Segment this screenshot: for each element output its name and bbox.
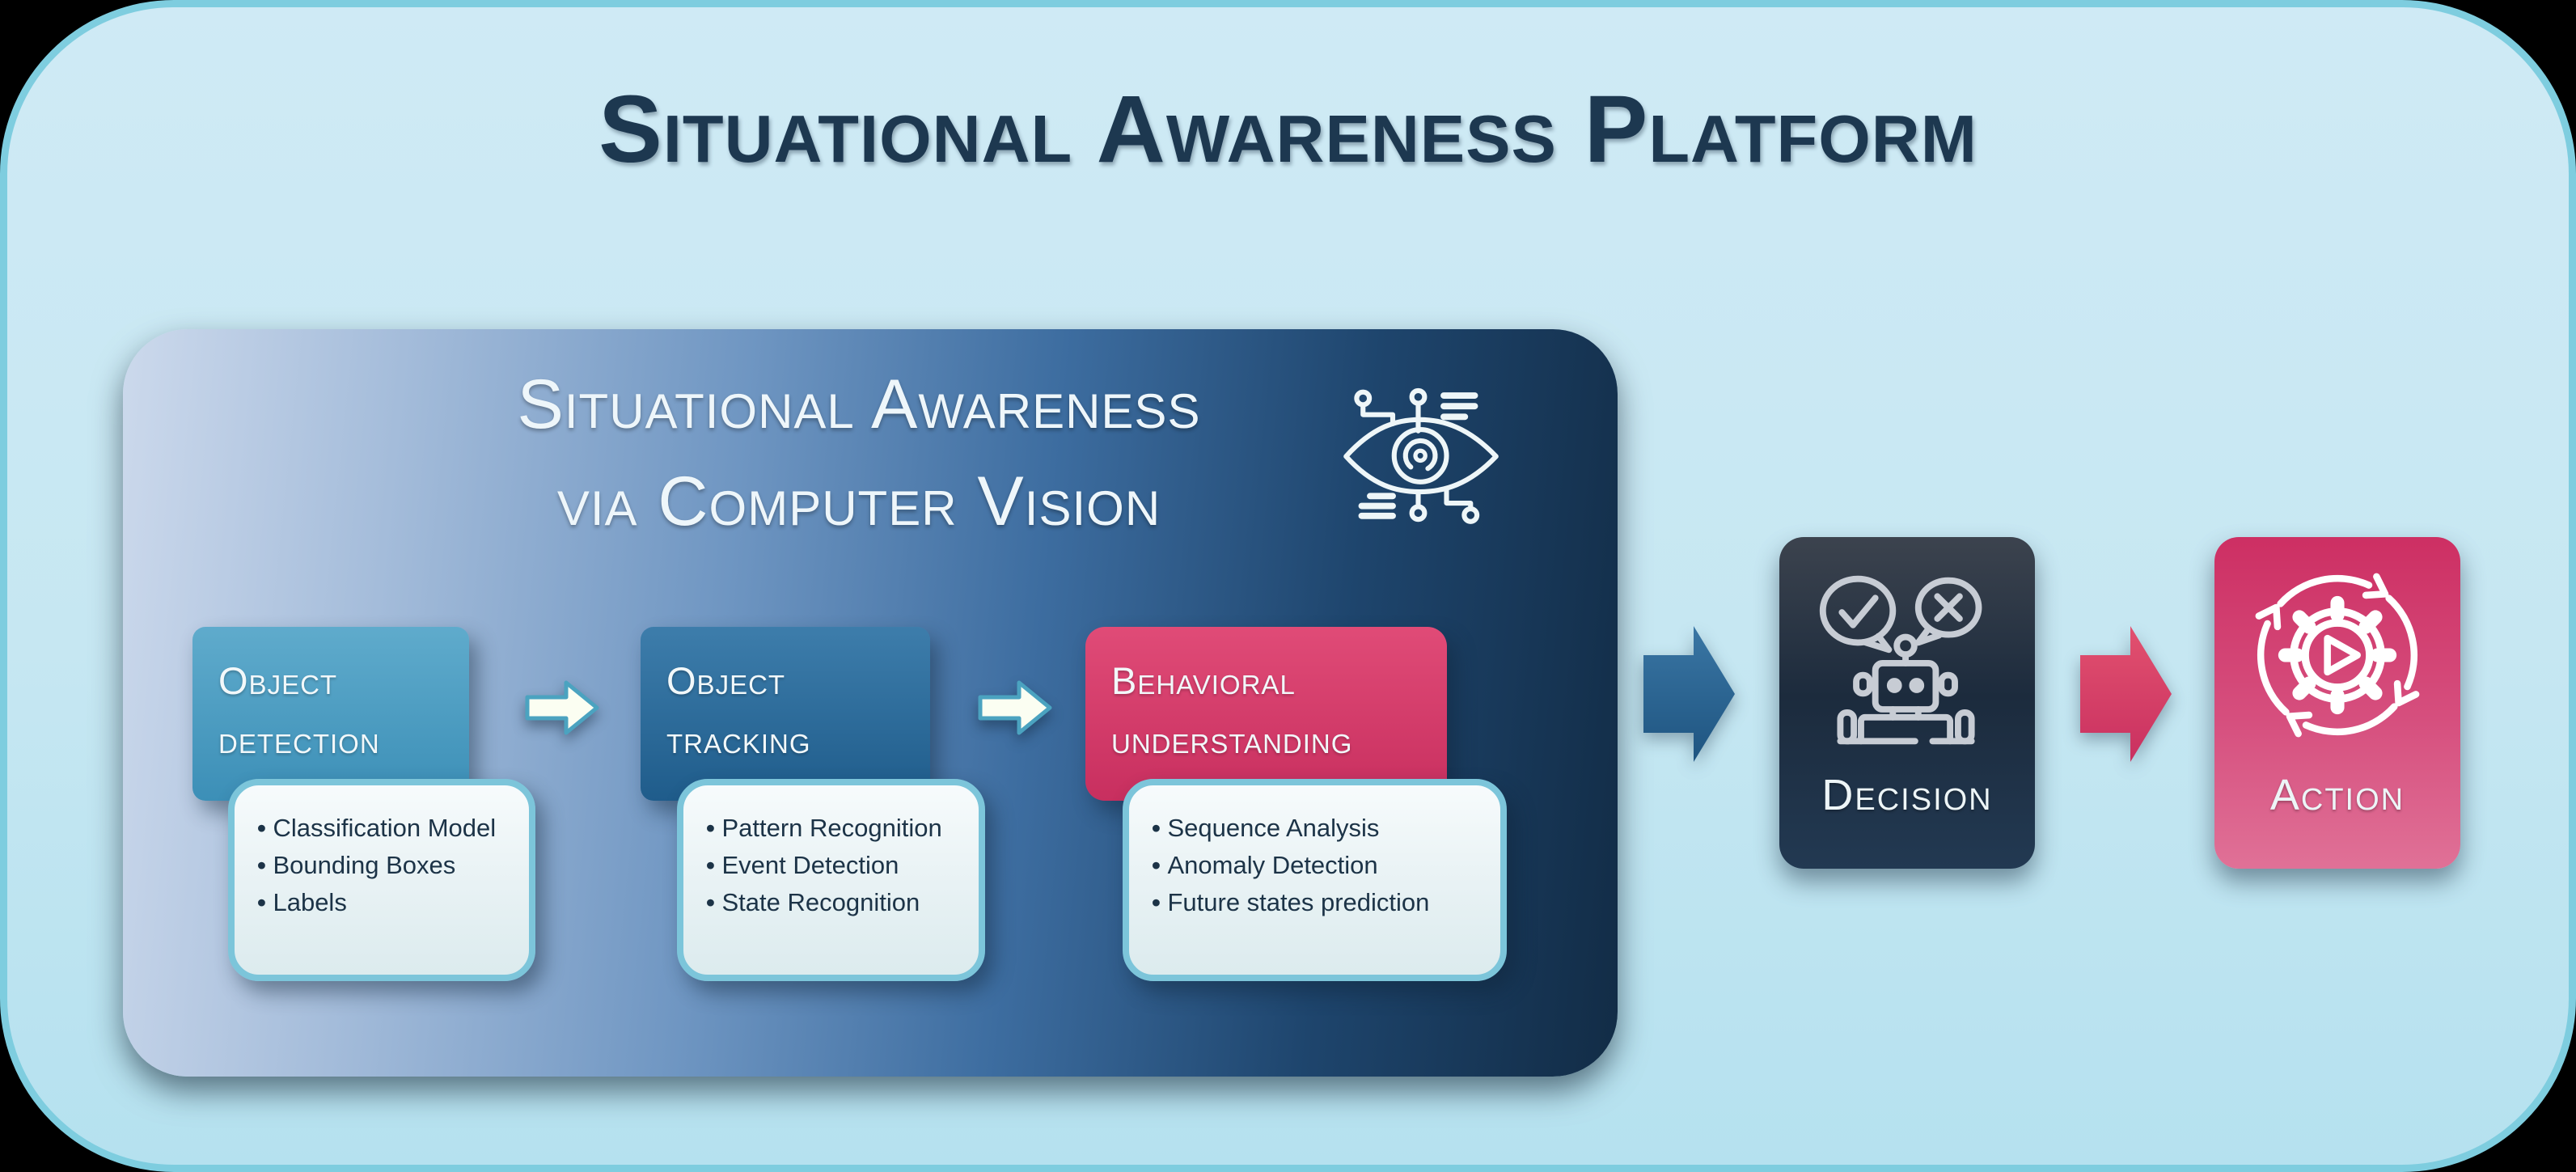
step-object-detection-line1: Object	[218, 659, 338, 702]
list-item: Future states prediction	[1152, 884, 1492, 921]
step-behavioral-understanding: Behavioral understanding	[1085, 627, 1447, 801]
behavioral-details-card: Sequence Analysis Anomaly Detection Futu…	[1123, 779, 1507, 981]
step-behavioral-understanding-line2: understanding	[1111, 718, 1353, 761]
decision-label: Decision	[1821, 771, 1993, 819]
list-item: Anomaly Detection	[1152, 847, 1492, 884]
step-object-detection-line2: detection	[218, 718, 380, 761]
gear-play-cycle-icon	[2255, 573, 2420, 738]
detection-details-list: Classification Model Bounding Boxes Labe…	[257, 810, 521, 921]
decision-node: Decision	[1779, 537, 2035, 869]
step-object-tracking-line1: Object	[666, 659, 786, 702]
list-item: Labels	[257, 884, 521, 921]
step-object-detection: Object detection	[192, 627, 469, 801]
vision-panel-title: Situational Awareness via Computer Visio…	[171, 356, 1546, 550]
vision-panel-title-line2: via Computer Vision	[556, 463, 1161, 540]
vision-panel-title-line1: Situational Awareness	[517, 366, 1201, 443]
list-item: Event Detection	[706, 847, 971, 884]
step-behavioral-understanding-line1: Behavioral	[1111, 659, 1296, 702]
tracking-details-card: Pattern Recognition Event Detection Stat…	[677, 779, 985, 981]
step-object-tracking: Object tracking	[641, 627, 930, 801]
arrow-right-icon	[2080, 626, 2172, 762]
detection-details-card: Classification Model Bounding Boxes Labe…	[228, 779, 535, 981]
tracking-details-list: Pattern Recognition Event Detection Stat…	[706, 810, 971, 921]
eye-circuit-icon	[1343, 387, 1499, 524]
step-object-tracking-line2: tracking	[666, 718, 811, 761]
behavioral-details-list: Sequence Analysis Anomaly Detection Futu…	[1152, 810, 1492, 921]
list-item: Bounding Boxes	[257, 847, 521, 884]
list-item: State Recognition	[706, 884, 971, 921]
list-item: Classification Model	[257, 810, 521, 847]
list-item: Pattern Recognition	[706, 810, 971, 847]
list-item: Sequence Analysis	[1152, 810, 1492, 847]
robot-decision-icon	[1819, 575, 1982, 745]
arrow-right-icon	[525, 680, 599, 735]
page-title: Situational Awareness Platform	[599, 76, 1977, 183]
action-node: Action	[2214, 537, 2460, 869]
arrow-right-icon	[1643, 626, 1735, 762]
arrow-right-icon	[978, 680, 1052, 735]
action-label: Action	[2269, 771, 2405, 819]
